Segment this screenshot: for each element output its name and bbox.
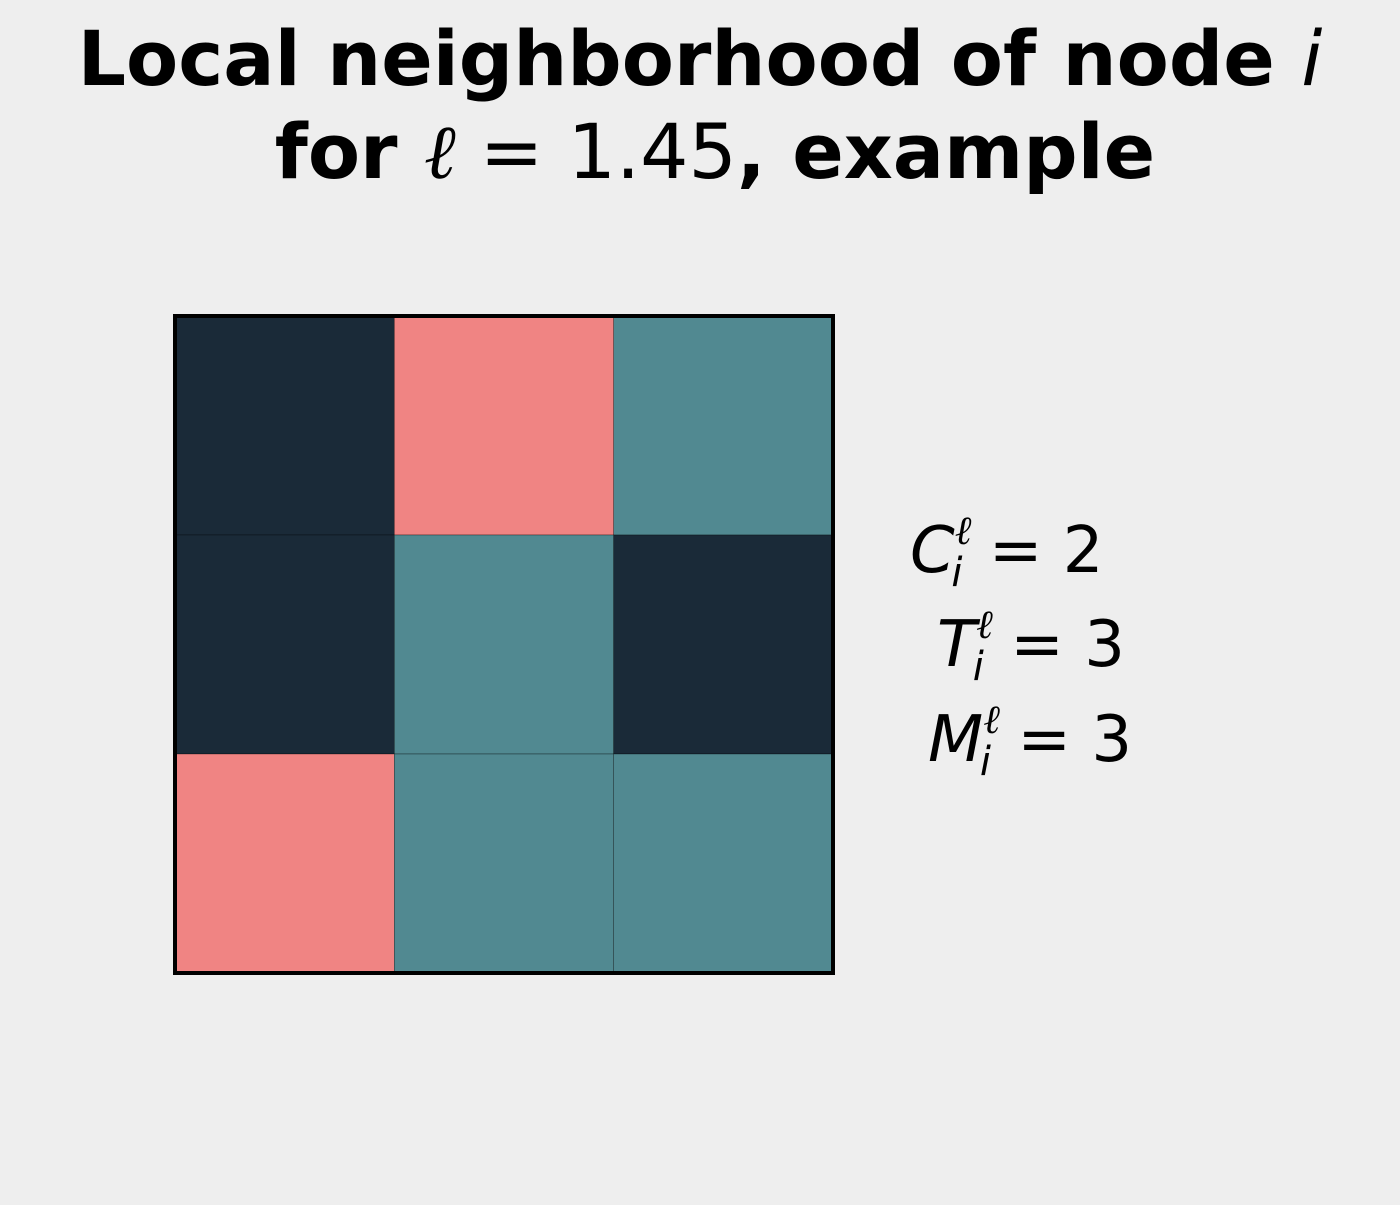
grid-cell-r2-c1	[394, 753, 614, 974]
title-line-2: for ℓ = 1.45, example	[275, 107, 1155, 196]
title-ell-value: 1.45	[568, 107, 737, 196]
stat-symbol: M	[928, 703, 983, 777]
grid-cell-r0-c1	[394, 315, 614, 536]
title-ell-symbol: ℓ	[424, 107, 456, 196]
grid-cell-r0-c0	[174, 315, 395, 536]
stat-equals: =	[990, 608, 1084, 682]
title-line-1: Local neighborhood of node i	[78, 14, 1323, 103]
stat-value: 3	[1091, 703, 1132, 777]
grid-cell-r2-c0	[174, 753, 395, 974]
title-line-1-text: Local neighborhood of node	[78, 14, 1302, 103]
stat-symbol: T	[937, 608, 981, 682]
stat-subscript: i	[951, 550, 962, 596]
title-line-2-suffix: , example	[737, 107, 1155, 196]
grid-cell-r1-c1	[394, 534, 614, 755]
title-node-var: i	[1301, 14, 1322, 103]
stat-equals: =	[968, 514, 1062, 588]
stat-value: 3	[1084, 608, 1125, 682]
stat-subscript: i	[973, 644, 984, 690]
grid-cell-r0-c2	[613, 315, 834, 536]
stat-subscript: i	[980, 739, 991, 785]
grid-border	[173, 314, 835, 975]
title-equals: =	[456, 107, 568, 196]
stat-superscript: ℓ	[976, 602, 993, 648]
stat-equals: =	[997, 703, 1091, 777]
neighborhood-grid	[174, 315, 834, 974]
grid-cell-r1-c0	[174, 534, 395, 755]
title-line-2-prefix: for	[275, 107, 424, 196]
stat-superscript: ℓ	[955, 508, 972, 554]
stat-symbol: C	[910, 514, 955, 588]
stat-value: 2	[1063, 514, 1104, 588]
stat-superscript: ℓ	[983, 697, 1000, 743]
grid-cell-r2-c2	[613, 753, 834, 974]
grid-cell-r1-c2	[613, 534, 834, 755]
